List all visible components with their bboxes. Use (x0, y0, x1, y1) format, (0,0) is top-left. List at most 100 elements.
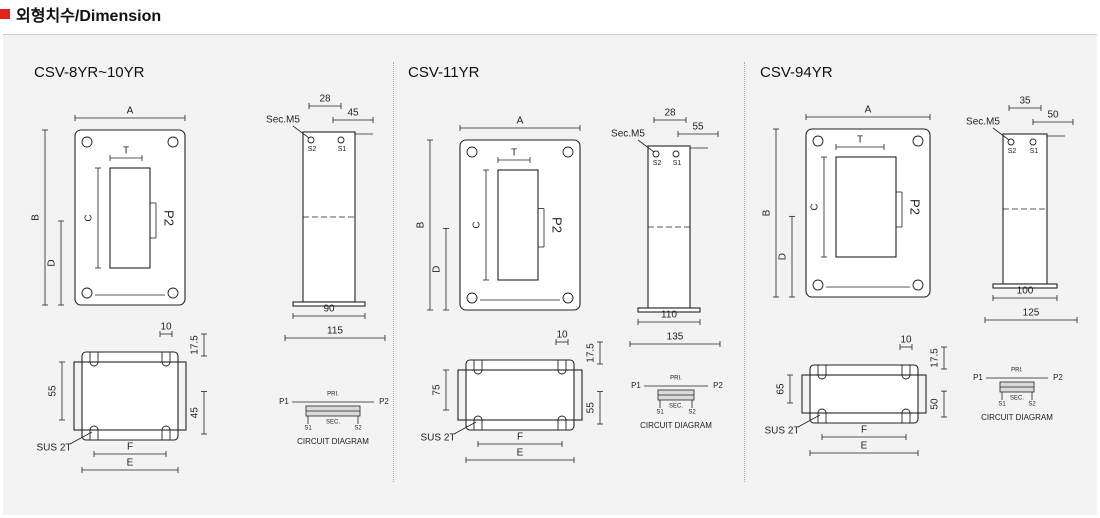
s2-label: S2 (1008, 148, 1017, 155)
dimension-e-label: E (127, 458, 134, 469)
slot-width-label: 10 (160, 322, 172, 333)
p2-label: P2 (550, 217, 565, 233)
dimension-f-label: F (127, 442, 133, 453)
leader-line (637, 139, 655, 153)
p1-label: P1 (279, 397, 289, 406)
base-height-label: 65 (776, 383, 787, 395)
dimension-a-label: A (517, 116, 524, 127)
sec-label: SEC. (669, 404, 683, 410)
dimension-c-label: C (84, 214, 95, 221)
sus-label: SUS 2T (36, 443, 71, 454)
terminal-s1-icon (1029, 138, 1037, 146)
dimension-d-label: D (47, 259, 58, 266)
dimension-e-label: E (861, 441, 868, 452)
model-title: CSV-8YR~10YR (34, 64, 145, 81)
dimension-f-label: F (517, 432, 523, 443)
slot-width-label: 10 (900, 335, 912, 346)
s2-circuit-label: S2 (688, 410, 696, 416)
section-header: 외형치수/Dimension (0, 0, 161, 28)
mounting-slot-icon (817, 365, 827, 380)
dimension-d-label: D (432, 266, 443, 273)
s2-label: S2 (653, 160, 662, 167)
dimension-b-label: B (31, 214, 42, 221)
bolt-hole-icon (466, 292, 478, 304)
base-core-outline (73, 361, 187, 431)
bolt-hole-icon (812, 135, 824, 147)
mounting-slot-icon (473, 415, 483, 430)
dimension-f-label: F (861, 425, 867, 436)
p2-label: P2 (162, 210, 177, 226)
s2-circuit-label: S2 (354, 426, 362, 432)
bolt-hole-icon (562, 146, 574, 158)
dimension-b-label: B (762, 209, 773, 216)
terminal-s2-icon (652, 150, 660, 158)
dimension-t-label: T (511, 148, 517, 159)
terminal-s2-icon (1007, 138, 1015, 146)
circuit-diagram-label: CIRCUIT DIAGRAM (981, 413, 1053, 422)
terminal-s2-icon (307, 136, 315, 144)
pri-label: PRI. (670, 376, 682, 382)
circuit-diagram-label: CIRCUIT DIAGRAM (640, 421, 712, 430)
section-title: 외형치수/Dimension (16, 8, 162, 25)
base-side-label: 45 (190, 407, 201, 419)
leader-line (292, 125, 310, 139)
bolt-hole-icon (562, 292, 574, 304)
mounting-slot-icon (161, 352, 171, 367)
sec-terminal-label: Sec.M5 (266, 115, 300, 126)
leader-line (797, 414, 821, 428)
model-title: CSV-94YR (760, 64, 833, 81)
dimension-e-label: E (517, 448, 524, 459)
p1-label: P1 (973, 373, 983, 382)
side-dimension-label: 100 (1017, 286, 1034, 297)
sec-terminal-label: Sec.M5 (611, 129, 645, 140)
sus-label: SUS 2T (420, 433, 455, 444)
core-window (835, 156, 897, 258)
bolt-hole-icon (167, 136, 179, 148)
mounting-plate (292, 301, 366, 307)
terminal-s1-icon (672, 150, 680, 158)
s1-label: S1 (1030, 148, 1039, 155)
side-dimension-label: 135 (667, 332, 684, 343)
bolt-hole-icon (81, 136, 93, 148)
sec-terminal-label: Sec.M5 (966, 117, 1000, 128)
s1-label: S1 (673, 160, 682, 167)
top-dimension-label: 35 (1019, 96, 1031, 107)
terminal-s1-icon (337, 136, 345, 144)
s2-label: S2 (308, 146, 317, 153)
sec-label: SEC. (326, 420, 340, 426)
base-side-label: 50 (930, 398, 941, 410)
dimension-c-label: C (810, 203, 821, 210)
sus-label: SUS 2T (764, 426, 799, 437)
circuit-diagram-label: CIRCUIT DIAGRAM (297, 437, 369, 446)
p2-circuit-label: P2 (379, 397, 389, 406)
s2-circuit-label: S2 (1028, 402, 1036, 408)
slot-offset-label: 17.5 (586, 343, 597, 363)
model-title: CSV-11YR (408, 64, 480, 81)
mounting-slot-icon (817, 408, 827, 423)
side-dimension-label: 125 (1023, 308, 1040, 319)
bolt-hole-icon (812, 279, 824, 291)
base-plate (465, 359, 575, 431)
p2-circuit-label: P2 (1053, 373, 1063, 382)
slot-offset-label: 17.5 (930, 348, 941, 368)
pri-label: PRI. (327, 392, 339, 398)
bolt-hole-icon (912, 135, 924, 147)
p2-label: P2 (908, 199, 923, 215)
core-window (497, 169, 539, 281)
mounting-slot-icon (89, 352, 99, 367)
s1-circuit-label: S1 (304, 426, 312, 432)
bolt-hole-icon (167, 287, 179, 299)
base-plate (81, 351, 179, 441)
dimension-a-label: A (865, 105, 872, 116)
dimension-b-label: B (416, 221, 427, 228)
dimension-a-label: A (127, 106, 134, 117)
panel-separator (393, 62, 394, 482)
base-height-label: 55 (48, 385, 59, 397)
mounting-slot-icon (89, 425, 99, 440)
p1-label: P1 (631, 381, 641, 390)
core-window (109, 167, 151, 269)
mounting-slot-icon (161, 425, 171, 440)
mounting-plate (992, 283, 1058, 289)
mounting-slot-icon (557, 415, 567, 430)
